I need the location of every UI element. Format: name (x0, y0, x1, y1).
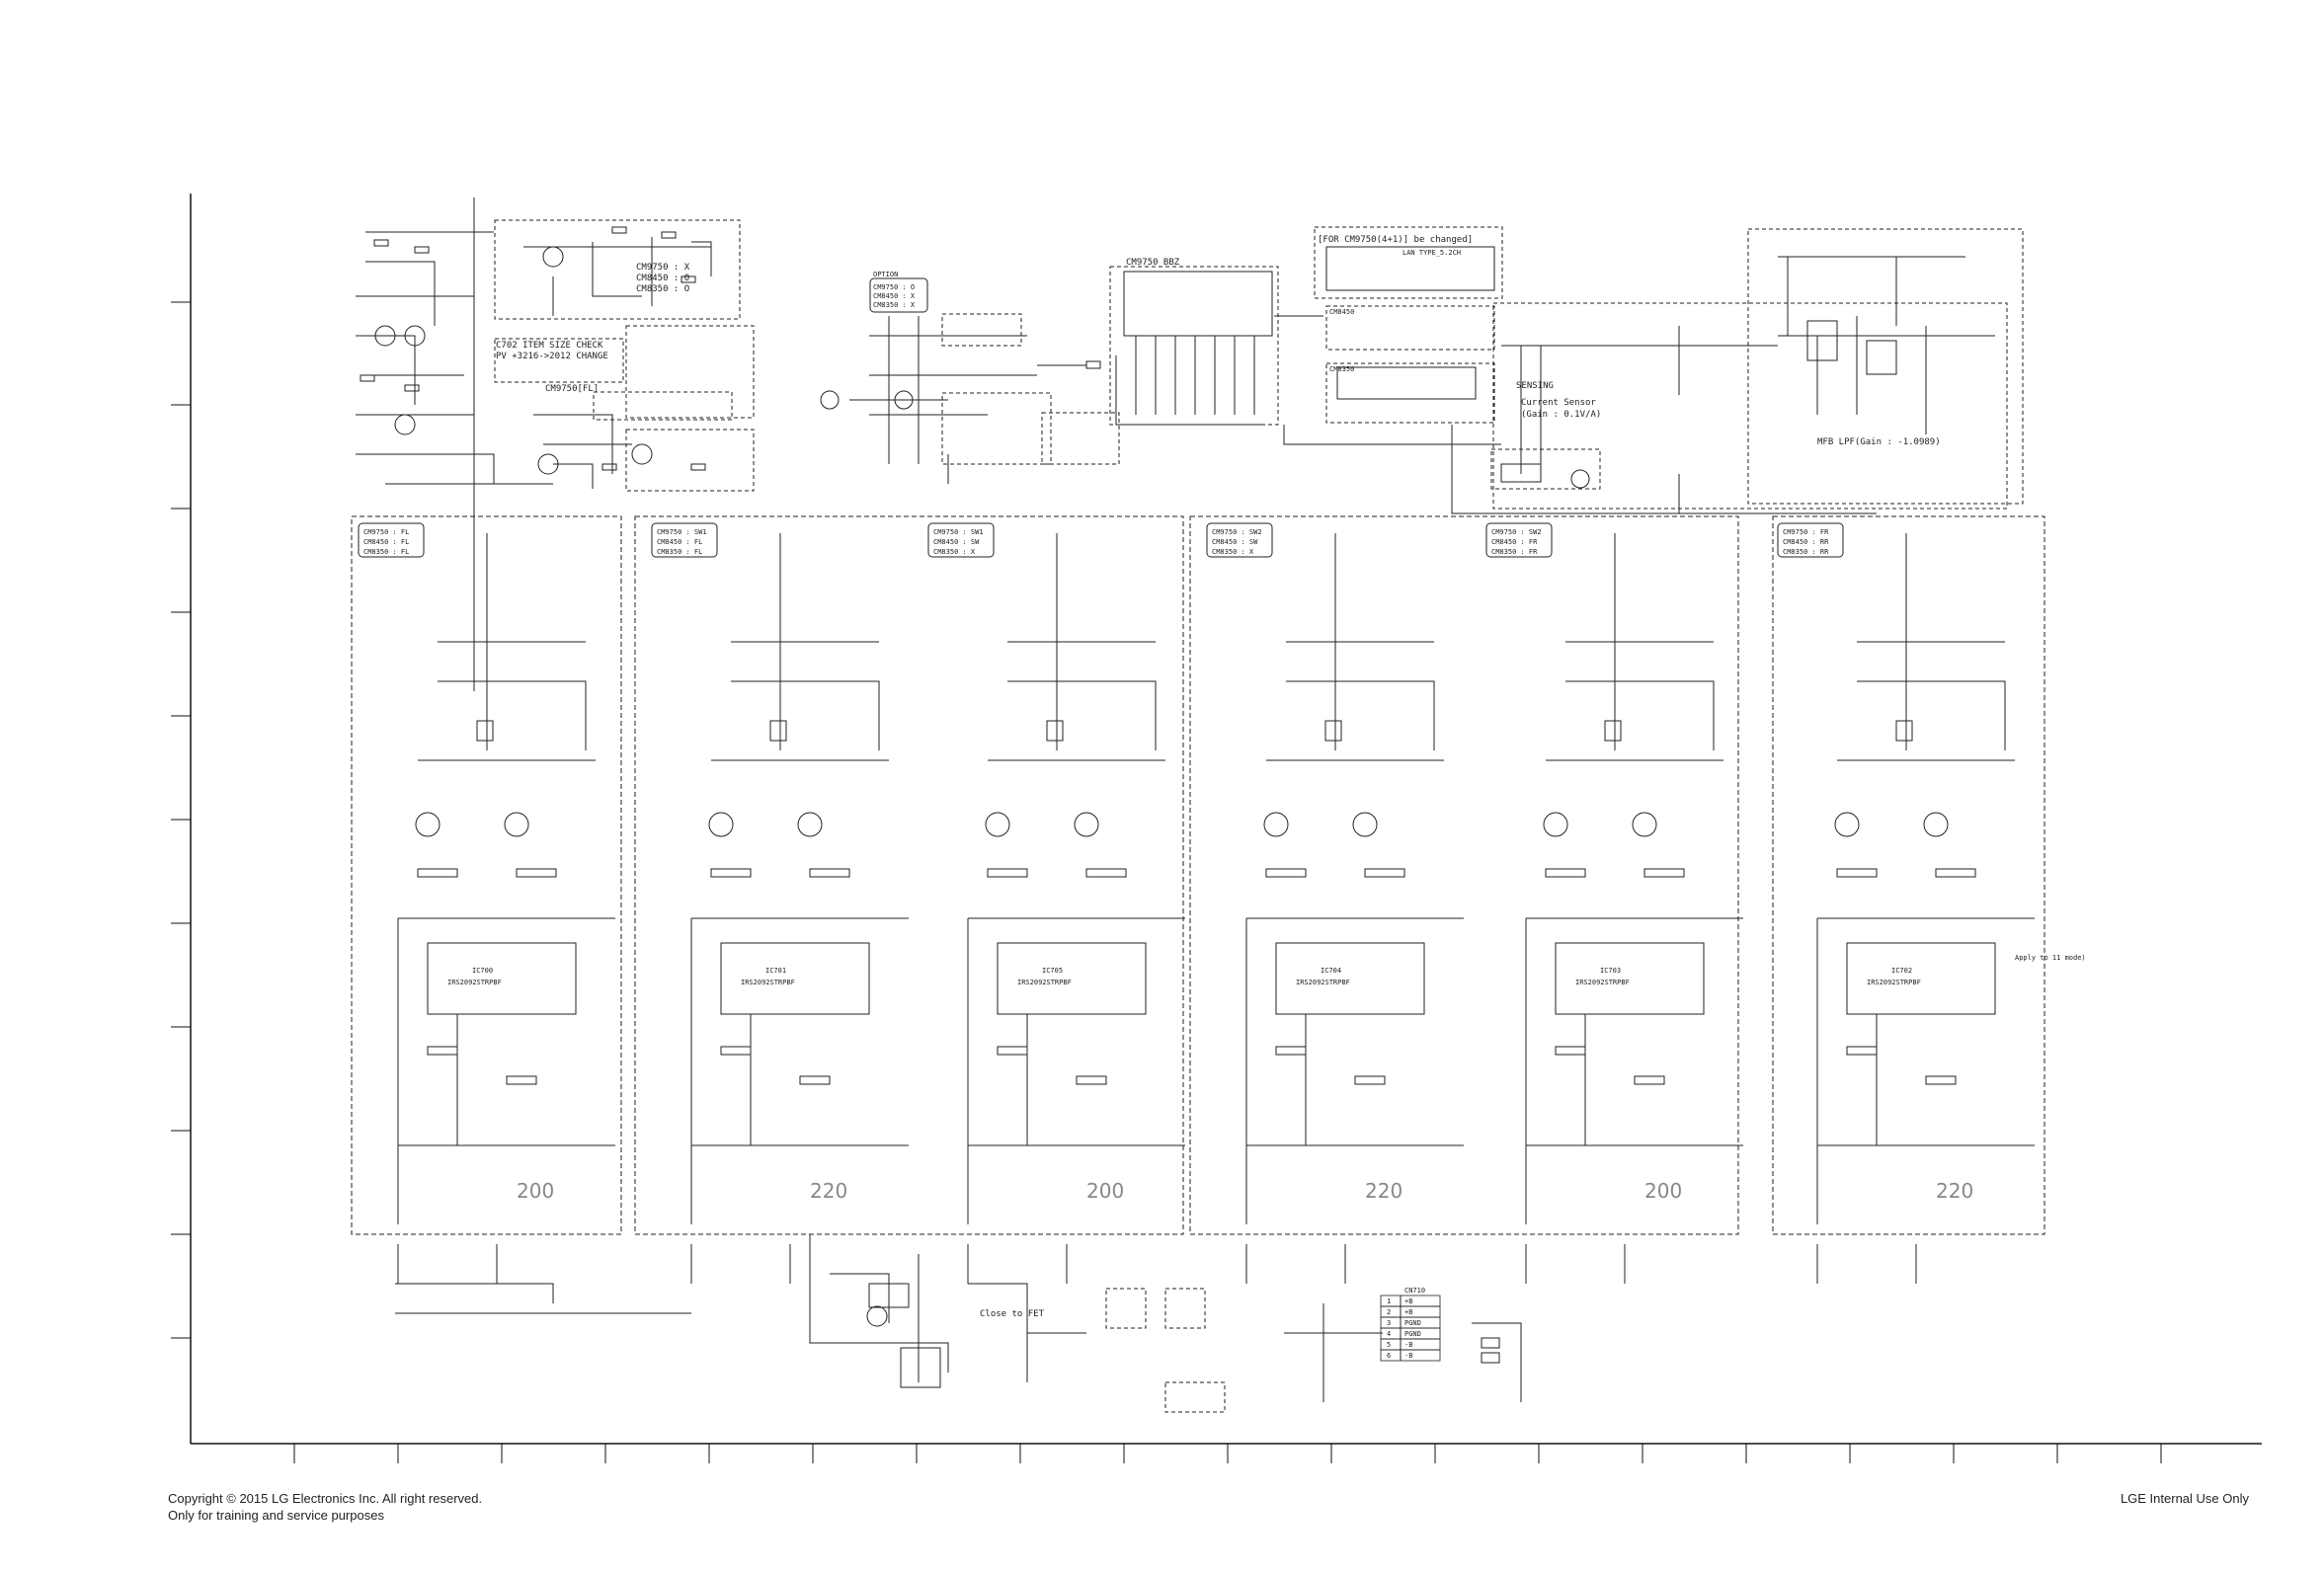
channel-option-line: CM8450 : RR (1783, 538, 1829, 546)
channel-option-line: CM9750 : FL (363, 528, 409, 536)
channel-ic-part: IRS2092STRPBF (1296, 979, 1350, 986)
channel-option-line: CM8450 : SW (933, 538, 980, 546)
table-signal: -B (1404, 1352, 1412, 1360)
current-sensor-label: Current Sensor (1521, 398, 1596, 408)
channel-option-line: CM8450 : FL (657, 538, 702, 546)
current-sensor-gain: (Gain : 0.1V/A) (1521, 410, 1601, 420)
channel-ic-label: IC703 (1600, 967, 1621, 975)
channel-option-line: CM9750 : SW2 (1212, 528, 1262, 536)
table-signal: +B (1404, 1297, 1412, 1305)
channel-option-line: CM8350 : X (933, 548, 976, 556)
channel-rating-label: 220 (1936, 1179, 1973, 1203)
option-left-line1: CM9750 : X (636, 263, 690, 273)
channel-ic-label: IC701 (765, 967, 786, 975)
mfb-lpf-label: MFB LPF(Gain : -1.0989) (1817, 437, 1941, 447)
training-text: Only for training and service purposes (168, 1508, 384, 1523)
channel-option-line: CM8350 : X (1212, 548, 1254, 556)
channel-ic-label: IC700 (472, 967, 493, 975)
channel-rating-label: 200 (1644, 1179, 1682, 1203)
table-signal: PGND (1404, 1330, 1421, 1338)
option-center-line1: CM9750 : O (873, 283, 915, 291)
bottom-circuits (395, 1234, 1522, 1413)
channel-option-line: CM9750 : SW1 (933, 528, 984, 536)
table-signal: -B (1404, 1341, 1412, 1349)
cm8350-label: CM8350 (1329, 365, 1354, 373)
table-pin: 1 (1387, 1297, 1391, 1305)
channel-option-line: CM9750 : FR (1783, 528, 1829, 536)
top-left-circuit (356, 197, 755, 691)
channel-rating-label: 220 (1365, 1179, 1402, 1203)
channel-groups (351, 515, 2045, 1235)
channel-option-line: CM8350 : RR (1783, 548, 1829, 556)
table-signal: +B (1404, 1308, 1412, 1316)
table-pin: 4 (1387, 1330, 1391, 1338)
channel-option-line: CM9750 : SW1 (657, 528, 707, 536)
channel-option-line: CM8350 : FL (657, 548, 702, 556)
lan-type-label: LAN TYPE_5.2CH (1402, 249, 1461, 257)
table-pin: 6 (1387, 1352, 1391, 1360)
cm8450-label: CM8450 (1329, 308, 1354, 316)
channel-ic-part: IRS2092STRPBF (1867, 979, 1921, 986)
option-center-line3: CM8350 : X (873, 301, 916, 309)
top-center-option-box: OPTION CM9750 : O CM8450 : X CM8350 : X (873, 271, 916, 309)
amplifier-channels: CM9750 : FL CM8450 : FL CM8350 : FL IC700IR… (358, 522, 2035, 1284)
channel-rating-label: 200 (1086, 1179, 1124, 1203)
option-left-line2: CM8450 : O (636, 274, 689, 283)
connector-area (1109, 226, 1503, 445)
table-signal: PGND (1404, 1319, 1421, 1327)
channel-ic-part: IRS2092STRPBF (1575, 979, 1630, 986)
channel-rating-label: 220 (810, 1179, 847, 1203)
close-to-fet-label: Close to FET (980, 1309, 1045, 1319)
sheet-frame (190, 194, 2262, 1445)
table-pin: 3 (1387, 1319, 1391, 1327)
frame-ticks-left (171, 301, 191, 1339)
cm9750-bbz-label: CM9750 BBZ (1126, 258, 1180, 268)
channel-ic-part: IRS2092STRPBF (741, 979, 795, 986)
apply-to-note: Apply to 11 mode) (2015, 954, 2086, 962)
c702-check-note: C702 ITEM SIZE CHECK (496, 341, 603, 351)
top-left-notes: C702 ITEM SIZE CHECK PV +3216->2012 CHAN… (496, 263, 690, 394)
footer-right: LGE Internal Use Only (2121, 1490, 2249, 1507)
channel-option-line: CM9750 : SW2 (1491, 528, 1542, 536)
option-left-line3: CM8350 : O (636, 284, 689, 294)
channel-ic-part: IRS2092STRPBF (447, 979, 502, 986)
connector-notes: CM9750 BBZ [FOR CM9750(4+1)] be changed]… (1126, 235, 1473, 373)
channel-option-line: CM8450 : FR (1491, 538, 1538, 546)
table-cell-border (1400, 1349, 1441, 1362)
sensing-label: SENSING (1516, 381, 1554, 391)
frame-ticks-bottom (293, 1444, 2162, 1463)
option-center-title: OPTION (873, 271, 898, 278)
copyright-text: Copyright © 2015 LG Electronics Inc. All… (168, 1491, 483, 1506)
channel-ic-label: IC705 (1042, 967, 1063, 975)
top-center-circuit (820, 277, 1264, 484)
sensing-notes: SENSING Current Sensor (Gain : 0.1V/A) M… (1516, 381, 1941, 447)
channel-option-line: CM8350 : FL (363, 548, 409, 556)
channel-ic-label: IC702 (1891, 967, 1912, 975)
sensing-area (1451, 228, 2024, 514)
table-pin: 5 (1387, 1341, 1391, 1349)
table-header: CN710 (1404, 1287, 1425, 1295)
amp-channel: CM9750 : FL CM8450 : FL CM8350 : FL IC700IR… (358, 522, 615, 1284)
channel-rating-label: 200 (517, 1179, 554, 1203)
channel-option-line: CM8450 : FL (363, 538, 409, 546)
cm9750-fl-note: CM9750[FL] (545, 384, 599, 394)
option-center-line2: CM8450 : X (873, 292, 916, 300)
internal-use-text: LGE Internal Use Only (2120, 1491, 2249, 1506)
c702-change-note: PV +3216->2012 CHANGE (496, 352, 608, 361)
footer-left: Copyright © 2015 LG Electronics Inc. All… (168, 1490, 482, 1524)
amp-channel: CM9750 : FR CM8450 : RR CM8350 : RR IC702IR… (1777, 522, 2035, 1284)
channel-ic-part: IRS2092STRPBF (1017, 979, 1072, 986)
channel-option-line: CM8350 : FR (1491, 548, 1538, 556)
for-cm9750-note: [FOR CM9750(4+1)] be changed] (1318, 235, 1473, 245)
table-pin: 2 (1387, 1308, 1391, 1316)
channel-ic-label: IC704 (1321, 967, 1341, 975)
channel-option-line: CM8450 : SW (1212, 538, 1258, 546)
